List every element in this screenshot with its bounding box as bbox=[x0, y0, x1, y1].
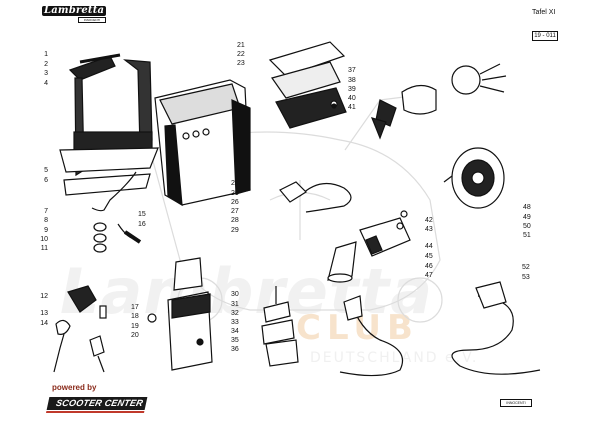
callout-12: 12 bbox=[40, 293, 48, 300]
callout-5: 5 bbox=[44, 167, 48, 174]
callout-43: 43 bbox=[425, 226, 433, 233]
callout-19: 19 bbox=[131, 323, 139, 330]
rear-light-cable bbox=[451, 281, 541, 375]
horn bbox=[331, 63, 507, 140]
callout-50: 50 bbox=[523, 223, 531, 230]
callout-14: 14 bbox=[40, 320, 48, 327]
callout-10: 10 bbox=[40, 236, 48, 243]
callout-8: 8 bbox=[44, 217, 48, 224]
rubber-boot bbox=[327, 241, 357, 283]
callout-29: 29 bbox=[231, 227, 239, 234]
callout-27: 27 bbox=[231, 208, 239, 215]
reference-code: 19 - 011 bbox=[532, 31, 558, 41]
wiring-harness-center bbox=[279, 181, 404, 377]
callout-11: 11 bbox=[40, 245, 48, 252]
callout-39: 39 bbox=[348, 86, 356, 93]
callout-15: 15 bbox=[138, 211, 146, 218]
callout-51: 51 bbox=[523, 232, 531, 239]
callout-45: 45 bbox=[425, 253, 433, 260]
callout-6: 6 bbox=[44, 177, 48, 184]
scooter-center-logo: SCOOTER CENTER bbox=[45, 397, 148, 413]
bulb-holder bbox=[53, 285, 157, 373]
callout-9: 9 bbox=[44, 227, 48, 234]
battery-carrier bbox=[59, 53, 159, 196]
callout-44: 44 bbox=[425, 243, 433, 250]
watermark-logo: Lambretta bbox=[60, 255, 434, 328]
callout-1: 1 bbox=[44, 51, 48, 58]
voltage-regulator bbox=[167, 257, 213, 371]
plate-title: Tafel XI bbox=[532, 9, 556, 16]
callout-52: 52 bbox=[522, 264, 530, 271]
callout-2: 2 bbox=[44, 61, 48, 68]
innocenti-logo: INNOCENTI bbox=[500, 399, 532, 407]
terminal-block bbox=[261, 286, 299, 367]
callout-24: 24 bbox=[231, 180, 239, 187]
callout-26: 26 bbox=[231, 199, 239, 206]
horn-disc bbox=[443, 147, 505, 209]
callout-33: 33 bbox=[231, 319, 239, 326]
callout-34: 34 bbox=[231, 328, 239, 335]
callout-21: 21 bbox=[237, 42, 245, 49]
callout-23: 23 bbox=[237, 60, 245, 67]
callout-18: 18 bbox=[131, 313, 139, 320]
callout-25: 25 bbox=[231, 190, 239, 197]
callout-16: 16 bbox=[138, 221, 146, 228]
callout-7: 7 bbox=[44, 208, 48, 215]
ground-cable bbox=[91, 171, 142, 253]
callout-22: 22 bbox=[237, 51, 245, 58]
callout-53: 53 bbox=[522, 274, 530, 281]
callout-42: 42 bbox=[425, 217, 433, 224]
handlebar-switch bbox=[359, 210, 411, 257]
callout-17: 17 bbox=[131, 304, 139, 311]
callout-30: 30 bbox=[231, 291, 239, 298]
callout-38: 38 bbox=[348, 77, 356, 84]
callout-46: 46 bbox=[425, 263, 433, 270]
callout-20: 20 bbox=[131, 332, 139, 339]
brand-logo: Lambretta INNOCENTI bbox=[42, 5, 106, 23]
callout-28: 28 bbox=[231, 217, 239, 224]
callout-49: 49 bbox=[523, 214, 531, 221]
callout-31: 31 bbox=[231, 301, 239, 308]
callout-40: 40 bbox=[348, 95, 356, 102]
callout-47: 47 bbox=[425, 272, 433, 279]
callout-32: 32 bbox=[231, 310, 239, 317]
callout-36: 36 bbox=[231, 346, 239, 353]
callout-41: 41 bbox=[348, 104, 356, 111]
callout-3: 3 bbox=[44, 70, 48, 77]
callout-35: 35 bbox=[231, 337, 239, 344]
callout-4: 4 bbox=[44, 80, 48, 87]
battery-box bbox=[154, 79, 251, 207]
watermark-sub: DEUTSCHLAND e.V. bbox=[310, 350, 479, 366]
callout-48: 48 bbox=[523, 204, 531, 211]
callout-37: 37 bbox=[348, 67, 356, 74]
powered-by-label: powered by bbox=[52, 383, 97, 392]
callout-13: 13 bbox=[40, 310, 48, 317]
fuse-box bbox=[268, 41, 347, 129]
